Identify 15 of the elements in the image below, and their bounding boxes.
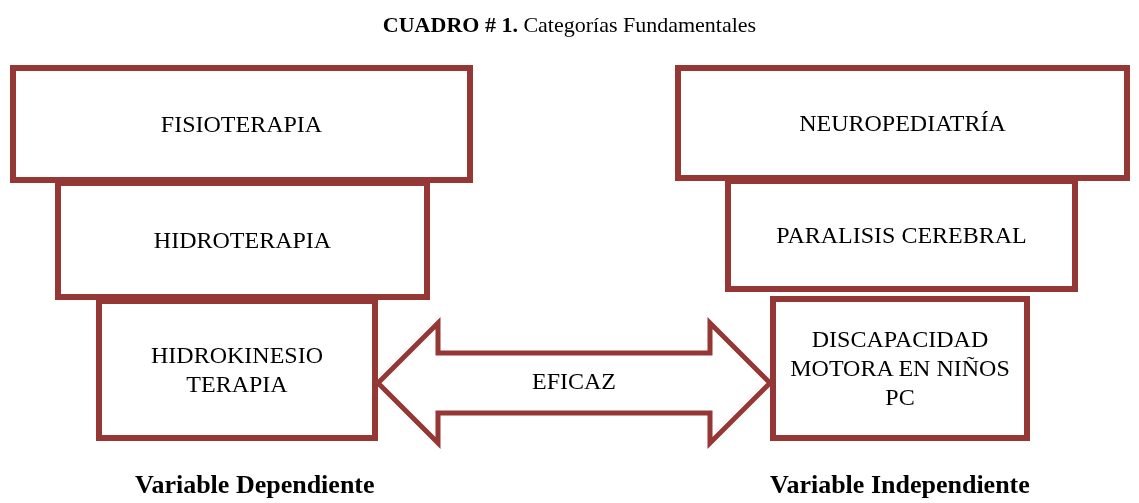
category-text: PARALISIS CEREBRAL bbox=[776, 220, 1027, 250]
diagram-title: CUADRO # 1. Categorías Fundamentales bbox=[382, 12, 757, 38]
category-box bbox=[55, 180, 430, 300]
category-box bbox=[96, 298, 378, 441]
category-text: HIDROKINESIO TERAPIA bbox=[150, 340, 324, 399]
category-text: FISIOTERAPIA bbox=[160, 109, 323, 139]
category-box bbox=[725, 178, 1078, 292]
category-text: NEUROPEDIATRÍA bbox=[799, 108, 1006, 138]
category-text: DISCAPACIDAD MOTORA EN NIÑOS PC bbox=[789, 325, 1011, 412]
variable-label: Variable Independiente bbox=[770, 470, 1030, 500]
variable-label: Variable Dependiente bbox=[135, 470, 375, 500]
category-box bbox=[770, 296, 1030, 441]
category-text: HIDROTERAPIA bbox=[153, 225, 332, 255]
category-box bbox=[10, 65, 473, 183]
category-box bbox=[675, 65, 1130, 181]
